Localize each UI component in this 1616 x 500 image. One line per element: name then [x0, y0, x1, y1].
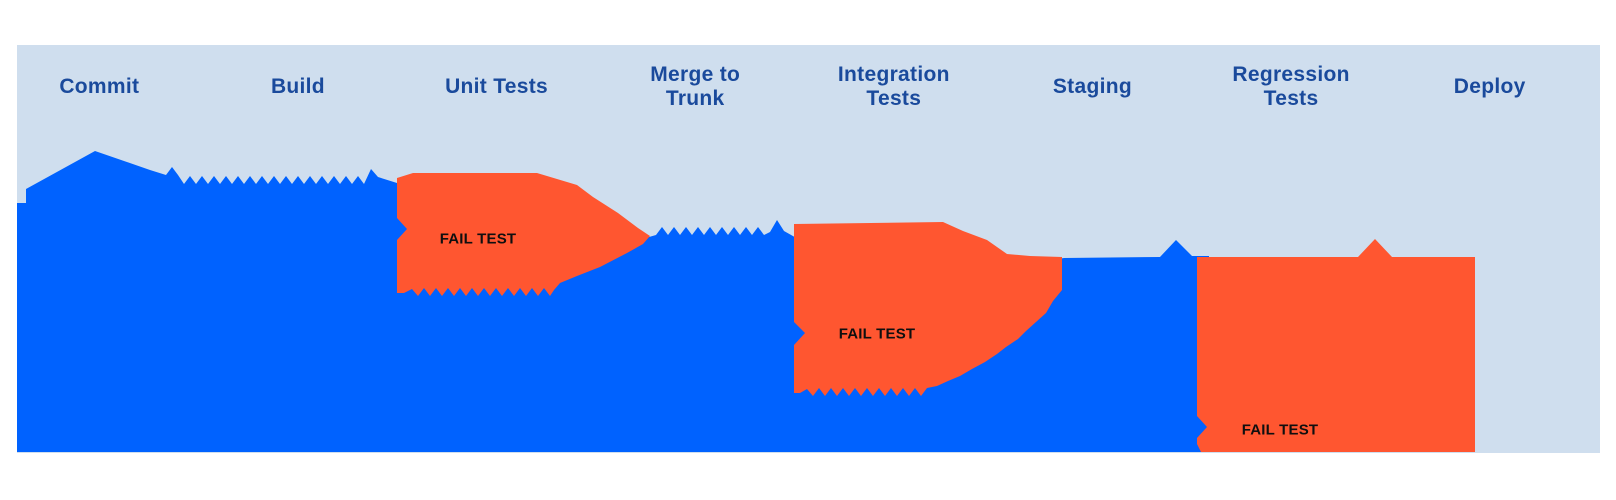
- fail-test-label-regression-tests: FAIL TEST: [1241, 421, 1319, 439]
- stage-label-integration-tests: Integration Tests: [837, 63, 950, 110]
- stage-label-staging: Staging: [1052, 75, 1132, 98]
- stage-label-commit: Commit: [59, 75, 140, 98]
- fail-blob-integration-tests: [794, 222, 1062, 396]
- stage-label-regression-tests: Regression Tests: [1232, 63, 1350, 110]
- stage-label-row: Commit Build Unit Tests Merge to Trunk I…: [0, 57, 1589, 117]
- fail-blob-regression-tests: [1197, 239, 1475, 452]
- stage-label-unit-tests: Unit Tests: [445, 75, 549, 98]
- stage-label-deploy: Deploy: [1453, 75, 1526, 98]
- fail-test-label-unit-tests: FAIL TEST: [439, 230, 517, 248]
- stage-label-build: Build: [270, 75, 325, 98]
- fail-test-label-integration-tests: FAIL TEST: [838, 325, 916, 343]
- stage-label-merge-to-trunk: Merge to Trunk: [650, 63, 741, 110]
- fail-blob-unit-tests: [397, 173, 650, 296]
